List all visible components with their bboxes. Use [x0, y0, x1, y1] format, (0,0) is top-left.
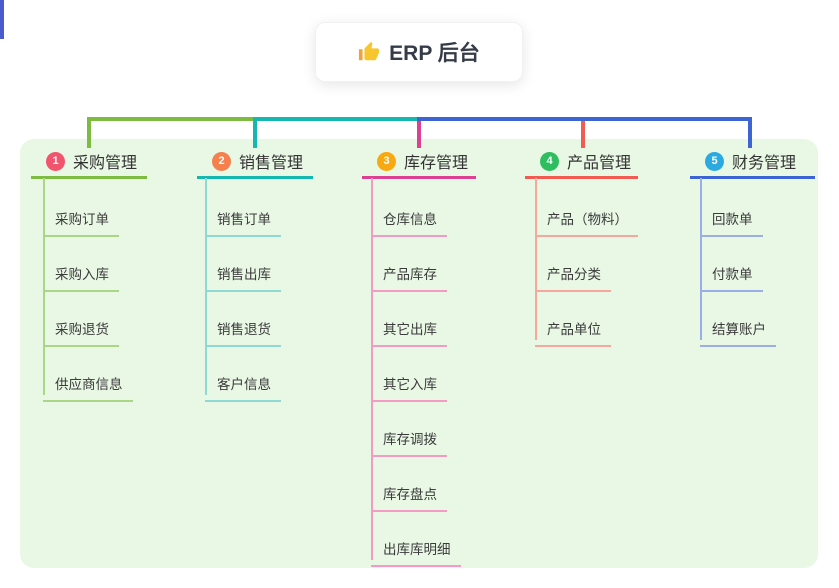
branch-title-label: 采购管理 — [73, 155, 138, 172]
thumbs-up-icon — [359, 41, 380, 61]
connector-drop-purchase — [87, 117, 91, 148]
mindmap-item[interactable]: 采购订单 — [43, 200, 119, 237]
mindmap-item[interactable]: 产品库存 — [371, 255, 447, 292]
branch-item-spine — [43, 178, 45, 395]
branch-title-finance[interactable]: 5 财务管理 — [690, 149, 796, 173]
mindmap-item[interactable]: 销售退货 — [205, 310, 281, 347]
connector-drop-finance — [748, 117, 752, 148]
branch-title-underline — [197, 176, 313, 179]
mindmap-item[interactable]: 客户信息 — [205, 365, 281, 402]
branch-number-badge: 3 — [377, 151, 396, 171]
mindmap-item[interactable]: 供应商信息 — [43, 365, 133, 402]
root-node-erp[interactable]: ERP 后台 — [315, 22, 523, 82]
mindmap-item[interactable]: 销售出库 — [205, 255, 281, 292]
connector-drop-product — [581, 117, 585, 148]
mindmap-item[interactable]: 仓库信息 — [371, 200, 447, 237]
connector-horizontal-green — [87, 117, 253, 121]
mindmap-item[interactable]: 出库库明细 — [371, 530, 461, 567]
branch-title-product[interactable]: 4 产品管理 — [525, 149, 631, 173]
mindmap-item[interactable]: 结算账户 — [700, 310, 776, 347]
branch-title-inventory[interactable]: 3 库存管理 — [362, 149, 468, 173]
mindmap-item[interactable]: 采购退货 — [43, 310, 119, 347]
connector-drop-inventory — [417, 117, 421, 148]
branch-title-label: 财务管理 — [732, 155, 797, 172]
mindmap-item[interactable]: 其它出库 — [371, 310, 447, 347]
branch-number-badge: 5 — [705, 151, 724, 171]
branch-item-spine — [205, 178, 207, 395]
mindmap-item[interactable]: 库存盘点 — [371, 475, 447, 512]
branch-title-label: 销售管理 — [239, 155, 304, 172]
branch-item-spine — [700, 178, 702, 340]
branch-title-underline — [31, 176, 147, 179]
branch-title-label: 库存管理 — [404, 155, 469, 172]
mindmap-item[interactable]: 产品（物料） — [535, 200, 638, 237]
mindmap-item[interactable]: 库存调拨 — [371, 420, 447, 457]
mindmap-item[interactable]: 产品分类 — [535, 255, 611, 292]
branch-title-purchase[interactable]: 1 采购管理 — [31, 149, 137, 173]
branch-item-spine — [371, 178, 373, 560]
branch-item-spine — [535, 178, 537, 340]
branch-number-badge: 1 — [46, 151, 65, 171]
mindmap-item[interactable]: 其它入库 — [371, 365, 447, 402]
mindmap-item[interactable]: 回款单 — [700, 200, 763, 237]
connector-root-vertical — [0, 0, 4, 39]
branch-title-underline — [362, 176, 476, 179]
branch-title-label: 产品管理 — [567, 155, 632, 172]
connector-horizontal-blue — [417, 117, 752, 121]
branch-title-underline — [525, 176, 638, 179]
mindmap-item[interactable]: 销售订单 — [205, 200, 281, 237]
connector-drop-sales — [253, 117, 257, 148]
branches-panel — [20, 139, 818, 568]
branch-title-sales[interactable]: 2 销售管理 — [197, 149, 303, 173]
mindmap-item[interactable]: 付款单 — [700, 255, 763, 292]
branch-number-badge: 4 — [540, 151, 559, 171]
branch-title-underline — [690, 176, 815, 179]
mindmap-item[interactable]: 产品单位 — [535, 310, 611, 347]
root-node-label: ERP 后台 — [389, 42, 480, 65]
branch-number-badge: 2 — [212, 151, 231, 171]
mindmap-item[interactable]: 采购入库 — [43, 255, 119, 292]
connector-horizontal-teal — [253, 117, 417, 121]
